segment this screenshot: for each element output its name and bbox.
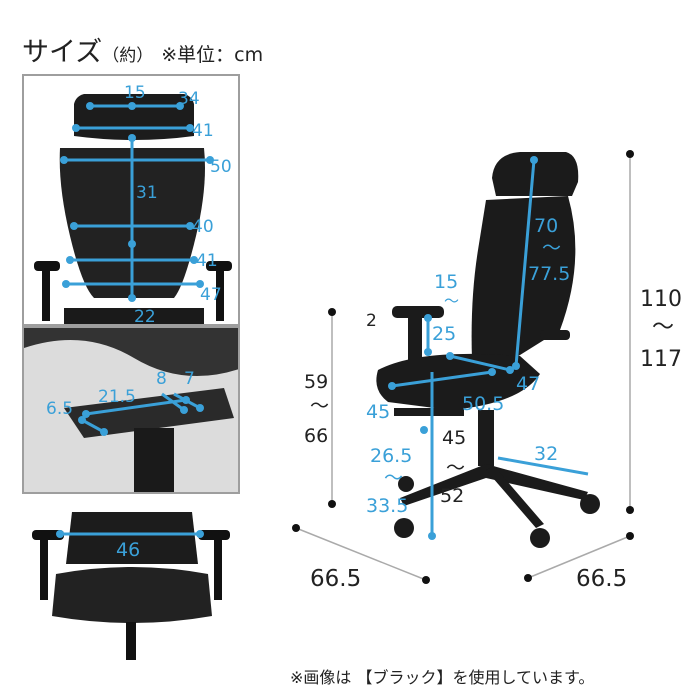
footprint-left-label: 66.5 bbox=[310, 566, 361, 592]
dim-front-5: 40 bbox=[192, 217, 214, 237]
side-blue-dimension-lines bbox=[391, 159, 589, 536]
arm-height-wave: ～ bbox=[310, 395, 329, 417]
armrest-diagram: 8 7 21.5 6.5 bbox=[24, 328, 238, 492]
side-caster-2 bbox=[530, 528, 550, 548]
arm-height-range-b: 66 bbox=[304, 425, 328, 447]
front-view-panel: 15 34 41 50 31 40 41 47 22 bbox=[22, 74, 240, 326]
seat-dim-dot-left bbox=[56, 530, 64, 538]
base-radius-label: 32 bbox=[534, 443, 558, 465]
seat-view-panel: 46 bbox=[22, 494, 240, 660]
dim-front-8: 22 bbox=[134, 307, 156, 326]
dim-arm-1: 7 bbox=[184, 369, 195, 389]
gas-lift-top-shape bbox=[126, 622, 136, 660]
side-seat-shape bbox=[376, 353, 540, 410]
side-arm-post-shape bbox=[408, 316, 422, 362]
side-caster-4 bbox=[398, 476, 414, 492]
arm-side-a-label: 2 bbox=[366, 311, 377, 331]
side-armrest-pad-shape bbox=[392, 306, 444, 318]
front-dimension-dots bbox=[60, 102, 214, 302]
headrest-range-a: 70 bbox=[534, 215, 558, 237]
arm-top-wave: ～ bbox=[444, 292, 459, 310]
arm-post-detail-shape bbox=[134, 428, 174, 492]
seat-width-label: 45 bbox=[366, 401, 390, 423]
front-dimension-lines bbox=[64, 104, 210, 298]
side-headrest-shape bbox=[492, 152, 579, 196]
side-base-leg-shape bbox=[486, 466, 544, 528]
headrest-wave: ～ bbox=[542, 237, 561, 259]
left-armrest-shape bbox=[34, 261, 60, 271]
arm-pad-shape bbox=[64, 388, 234, 438]
image-footnote: ※画像は 【ブラック】を使用しています。 bbox=[290, 668, 595, 687]
side-chair-silhouette bbox=[376, 152, 600, 548]
side-caster-1 bbox=[394, 518, 414, 538]
title-main: サイズ bbox=[22, 37, 103, 68]
seat-cushion-shape bbox=[52, 567, 212, 623]
side-gas-lift-shape bbox=[478, 410, 494, 466]
side-footrest-shape bbox=[394, 408, 464, 416]
footprint-right-label: 66.5 bbox=[576, 566, 627, 592]
seat-left-arm-shape bbox=[32, 530, 64, 540]
arm-height-range-a: 59 bbox=[304, 371, 328, 393]
dim-front-3: 50 bbox=[210, 157, 232, 177]
arm-top-label: 15 bbox=[434, 271, 458, 293]
page-title: サイズ（約） ※単位：cm bbox=[22, 30, 263, 69]
armrest-detail-panel: 8 7 21.5 6.5 bbox=[22, 326, 240, 494]
seat-right-arm-shape bbox=[198, 530, 230, 540]
seat-edge-shape bbox=[64, 308, 204, 324]
dim-front-0: 15 bbox=[124, 83, 146, 103]
front-view-diagram: 15 34 41 50 31 40 41 47 22 bbox=[24, 76, 238, 326]
total-height-a: 110 bbox=[640, 287, 682, 312]
side-caster-3 bbox=[580, 494, 600, 514]
dim-front-6: 41 bbox=[196, 251, 218, 271]
title-paren: （約） bbox=[102, 46, 154, 66]
dim-arm-0: 8 bbox=[156, 369, 167, 389]
gas-range-b: 52 bbox=[440, 485, 464, 507]
side-rear-armrest-shape bbox=[540, 330, 570, 340]
unit-note: ※単位：cm bbox=[161, 44, 264, 66]
total-height-wave: ～ bbox=[652, 315, 674, 340]
back-lower-shape bbox=[66, 512, 198, 564]
arm-dimension-dots bbox=[78, 396, 204, 436]
side-black-dimension-lines bbox=[295, 154, 631, 581]
gas-range-a: 45 bbox=[442, 427, 466, 449]
dim-seat-0: 46 bbox=[116, 539, 140, 561]
total-height-b: 117 bbox=[640, 347, 682, 372]
seat-height-range-b: 33.5 bbox=[366, 495, 408, 517]
seat-diagram: 46 bbox=[22, 494, 240, 660]
side-blue-dots bbox=[388, 156, 538, 540]
arm-side-b-label: 25 bbox=[432, 323, 456, 345]
dim-front-4: 31 bbox=[136, 183, 158, 203]
dim-front-1: 34 bbox=[178, 89, 200, 109]
right-arm-post-shape bbox=[216, 271, 224, 321]
seat-depth-label: 47 bbox=[516, 373, 540, 395]
seat-height-range-a: 26.5 bbox=[370, 445, 412, 467]
seat-dim-dot-right bbox=[196, 530, 204, 538]
left-arm-post-shape bbox=[42, 271, 50, 321]
dim-arm-2: 21.5 bbox=[98, 387, 136, 407]
side-black-dots bbox=[292, 150, 634, 584]
seat-height-wave: ～ bbox=[384, 467, 403, 489]
right-armrest-shape bbox=[206, 261, 232, 271]
seat-left-post-shape bbox=[40, 540, 48, 600]
seat-depth-range-label: 50.5 bbox=[462, 393, 504, 415]
dim-front-2: 41 bbox=[192, 121, 214, 141]
seat-right-post-shape bbox=[214, 540, 222, 600]
side-base-shape bbox=[400, 464, 588, 506]
dim-front-7: 47 bbox=[200, 285, 222, 305]
side-backrest-shape bbox=[471, 196, 576, 360]
gas-wave: ～ bbox=[446, 457, 465, 479]
headrest-range-b: 77.5 bbox=[528, 263, 570, 285]
mesh-top-shape bbox=[24, 328, 238, 376]
dim-arm-3: 6.5 bbox=[46, 399, 73, 419]
